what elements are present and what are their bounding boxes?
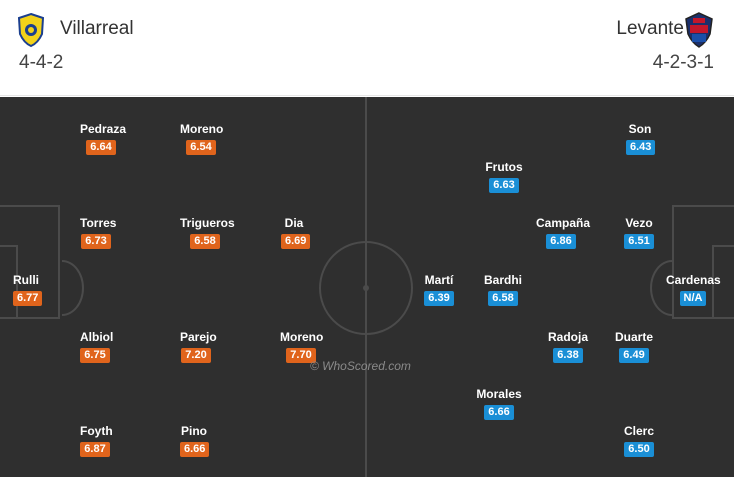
away-player[interactable]: Bardhi 6.58 [484, 273, 522, 306]
player-rating: 7.70 [286, 348, 316, 363]
home-player[interactable]: Moreno 6.54 [180, 122, 224, 155]
center-circle [319, 241, 413, 335]
player-name: Torres [80, 216, 117, 230]
match-header: Villarreal 4-4-2 Levante 4-2-3-1 [0, 0, 734, 96]
player-name: Trigueros [180, 216, 235, 230]
player-rating: 6.54 [186, 140, 216, 155]
right-penalty-box [672, 205, 734, 319]
whoscored-watermark: © WhoScored.com [310, 359, 411, 373]
home-player[interactable]: Trigueros 6.58 [180, 216, 235, 249]
player-name: Radoja [548, 330, 589, 344]
away-player[interactable]: Son 6.43 [626, 122, 656, 155]
player-name: Son [628, 122, 652, 136]
away-formation: 4-2-3-1 [652, 52, 714, 73]
player-name: Dia [284, 216, 304, 230]
player-name: Clerc [624, 424, 655, 438]
player-rating: 6.58 [488, 291, 518, 306]
right-goal-box [712, 245, 734, 319]
player-name: Moreno [180, 122, 224, 136]
home-formation: 4-4-2 [19, 52, 64, 73]
player-rating: 6.50 [624, 442, 654, 457]
player-rating: 6.58 [190, 234, 220, 249]
player-rating: 6.87 [80, 442, 110, 457]
away-goalkeeper[interactable]: Cardenas N/A [666, 273, 721, 306]
player-name: Bardhi [484, 273, 523, 287]
home-player[interactable]: Pino 6.66 [180, 424, 210, 457]
player-rating: 6.63 [489, 178, 519, 193]
home-player[interactable]: Dia 6.69 [281, 216, 311, 249]
away-player[interactable]: Morales 6.66 [476, 387, 522, 420]
center-spot [363, 285, 369, 291]
player-rating: 6.69 [281, 234, 311, 249]
player-name: Pino [181, 424, 207, 438]
player-name: Morales [476, 387, 522, 401]
player-rating: 6.39 [424, 291, 454, 306]
player-rating: 6.38 [553, 348, 583, 363]
player-name: Parejo [180, 330, 217, 344]
levante-crest-icon [685, 12, 713, 48]
player-name: Rulli [13, 273, 39, 287]
header-divider [0, 95, 734, 96]
player-name: Pedraza [80, 122, 127, 136]
player-rating: 6.86 [546, 234, 576, 249]
player-name: Cardenas [666, 273, 721, 287]
home-team-name[interactable]: Villarreal [60, 18, 134, 39]
home-player[interactable]: Torres 6.73 [80, 216, 117, 249]
away-player[interactable]: Clerc 6.50 [624, 424, 654, 457]
home-player[interactable]: Foyth 6.87 [80, 424, 113, 457]
away-player[interactable]: Radoja 6.38 [548, 330, 588, 363]
home-player[interactable]: Moreno 7.70 [280, 330, 324, 363]
away-player[interactable]: Frutos 6.63 [484, 160, 524, 193]
player-name: Campaña [536, 216, 591, 230]
left-penalty-box [0, 205, 60, 319]
player-name: Duarte [614, 330, 653, 344]
player-rating: 7.20 [181, 348, 211, 363]
player-name: Vezo [625, 216, 653, 230]
player-rating: N/A [679, 291, 707, 306]
player-name: Frutos [485, 160, 523, 174]
player-rating: 6.77 [13, 291, 43, 306]
player-rating: 6.43 [626, 140, 656, 155]
player-name: Albiol [80, 330, 114, 344]
villarreal-crest-icon [17, 12, 45, 48]
home-player[interactable]: Albiol 6.75 [80, 330, 114, 363]
player-rating: 6.66 [180, 442, 210, 457]
left-goal-box [0, 245, 18, 319]
player-rating: 6.64 [86, 140, 116, 155]
away-player[interactable]: Duarte 6.49 [612, 330, 656, 363]
player-name: Foyth [80, 424, 113, 438]
player-rating: 6.66 [484, 405, 514, 420]
player-rating: 6.73 [81, 234, 111, 249]
pitch: Pedraza 6.64 Moreno 6.54 Torres 6.73 Tri… [0, 97, 734, 477]
away-player[interactable]: Campaña 6.86 [536, 216, 591, 249]
player-rating: 6.75 [80, 348, 110, 363]
player-rating: 6.51 [624, 234, 654, 249]
player-rating: 6.49 [619, 348, 649, 363]
home-player[interactable]: Pedraza 6.64 [80, 122, 127, 155]
player-name: Moreno [280, 330, 324, 344]
home-goalkeeper[interactable]: Rulli 6.77 [13, 273, 43, 306]
away-player[interactable]: Vezo 6.51 [624, 216, 654, 249]
away-player[interactable]: Martí 6.39 [424, 273, 454, 306]
player-name: Martí [424, 273, 454, 287]
away-team-name[interactable]: Levante [616, 18, 684, 39]
home-player[interactable]: Parejo 7.20 [180, 330, 217, 363]
